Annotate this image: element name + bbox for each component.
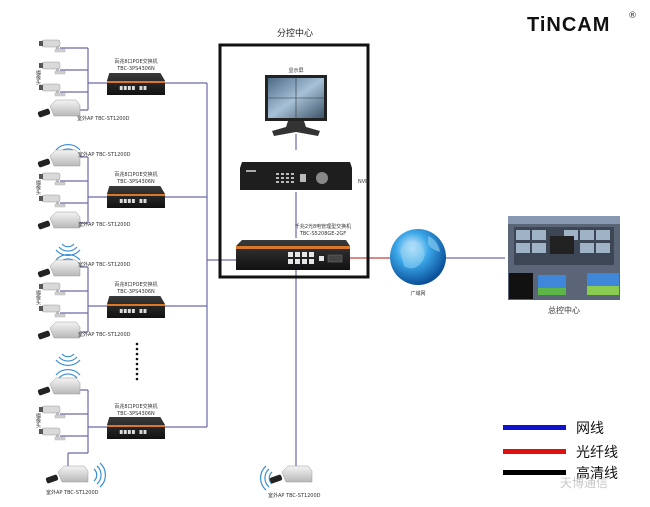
- main-control-center-label: 总控中心: [548, 305, 580, 315]
- poe-switch-label-model: TBC-3PS4306N: [116, 66, 155, 72]
- poe-switch-label-name: 百兆8口POE交换机: [114, 58, 157, 65]
- network-cables: [60, 47, 505, 470]
- ap-label: 室外AP TBC-ST1200D: [78, 331, 131, 338]
- outdoor-ap-icon: [36, 149, 81, 169]
- poe-switch-label-model: TBC-3PS4306N: [116, 289, 155, 295]
- brand-logo: TiNCAM: [527, 14, 610, 36]
- camera-group-2: 室外AP TBC-ST1200D 摄像头 室外AP TBC-ST1200D 百兆…: [35, 143, 158, 257]
- poe-switch-label-name: 百兆8口POE交换机: [114, 403, 157, 410]
- wan-globe-icon: [390, 229, 446, 285]
- ap-label: 室外AP TBC-ST1200D: [46, 489, 99, 496]
- camera-icon: [38, 194, 66, 208]
- wan-label: 广域网: [410, 290, 425, 297]
- wifi-icon: [93, 462, 107, 488]
- outdoor-ap-icon: [36, 321, 81, 341]
- poe-switch-label-model: TBC-3PS4306N: [116, 411, 155, 417]
- camera-icon: [38, 39, 66, 53]
- bottom-ap-label: 室外AP TBC-ST1200D: [268, 492, 321, 499]
- monitor-icon: [265, 75, 327, 136]
- ap-label: 室外AP TBC-ST1200D: [77, 115, 130, 122]
- outdoor-ap-icon: [36, 99, 81, 119]
- wifi-icon: [55, 243, 81, 257]
- bottom-ap: 室外AP TBC-ST1200D: [259, 465, 321, 499]
- camera-icon: [38, 304, 66, 318]
- nvr-icon: [240, 162, 352, 190]
- outdoor-ap-icon: [36, 377, 81, 397]
- registered-mark: ®: [628, 11, 637, 21]
- wifi-icon: [55, 353, 81, 367]
- poe-switch-icon: [107, 417, 165, 439]
- camera-label: 摄像头: [35, 69, 41, 86]
- legend-label-fiber: 光纤线: [576, 445, 618, 461]
- camera-group-4: 摄像头 室外AP TBC-ST1200D 百兆8口POE交换机 TBC-3PS4…: [35, 368, 158, 496]
- monitor-label: 显示屏: [288, 68, 303, 74]
- poe-switch-icon: [107, 296, 165, 318]
- camera-label: 摄像头: [35, 289, 41, 306]
- outdoor-ap-icon: [36, 259, 81, 279]
- camera-icon: [38, 61, 66, 75]
- poe-switch-label-model: TBC-3PS4306N: [116, 179, 155, 185]
- legend-label-hd: 高清线: [576, 465, 618, 482]
- core-switch-label-model: TBC-S5208GE-2GF: [299, 231, 346, 237]
- camera-label: 摄像头: [35, 412, 41, 429]
- outdoor-ap-icon: [268, 465, 313, 485]
- poe-switch-icon: [107, 73, 165, 95]
- camera-icon: [38, 282, 66, 296]
- watermark: 天博通信: [560, 475, 608, 490]
- core-switch-label-name: 千兆2光8电管理型交换机: [295, 223, 351, 230]
- poe-switch-label-name: 百兆8口POE交换机: [114, 281, 157, 288]
- outdoor-ap-icon: [44, 465, 89, 485]
- legend-swatch-hd: [503, 470, 566, 475]
- sub-control-center-frame: [218, 43, 370, 279]
- outdoor-ap-icon: [36, 211, 81, 231]
- camera-icon: [38, 83, 66, 97]
- poe-switch-icon: [107, 186, 165, 208]
- legend: 网线 光纤线 高清线: [503, 421, 618, 482]
- camera-group-3: 室外AP TBC-ST1200D 摄像头 室外AP TBC-ST1200D 百兆…: [35, 253, 158, 367]
- wifi-icon: [259, 465, 273, 491]
- ap-label: 室外AP TBC-ST1200D: [78, 221, 131, 228]
- more-groups-ellipsis: [135, 342, 139, 381]
- camera-label: 摄像头: [35, 179, 41, 196]
- main-control-center-image: [508, 216, 620, 300]
- camera-icon: [38, 427, 66, 441]
- camera-icon: [38, 405, 66, 419]
- camera-group-1: 摄像头 室外AP TBC-ST1200D 百兆8口POE交换机 TBC-3PS4…: [35, 39, 166, 122]
- legend-swatch-fiber: [503, 449, 566, 454]
- ap-label: 室外AP TBC-ST1200D: [78, 261, 131, 268]
- legend-swatch-network: [503, 425, 566, 430]
- ap-label: 室外AP TBC-ST1200D: [78, 151, 131, 158]
- poe-switch-label-name: 百兆8口POE交换机: [114, 171, 157, 178]
- sub-control-center-title: 分控中心: [277, 27, 313, 39]
- nvr-label: NVR: [358, 179, 369, 185]
- core-switch-icon: [236, 240, 350, 270]
- camera-icon: [38, 172, 66, 186]
- legend-label-network: 网线: [576, 421, 604, 437]
